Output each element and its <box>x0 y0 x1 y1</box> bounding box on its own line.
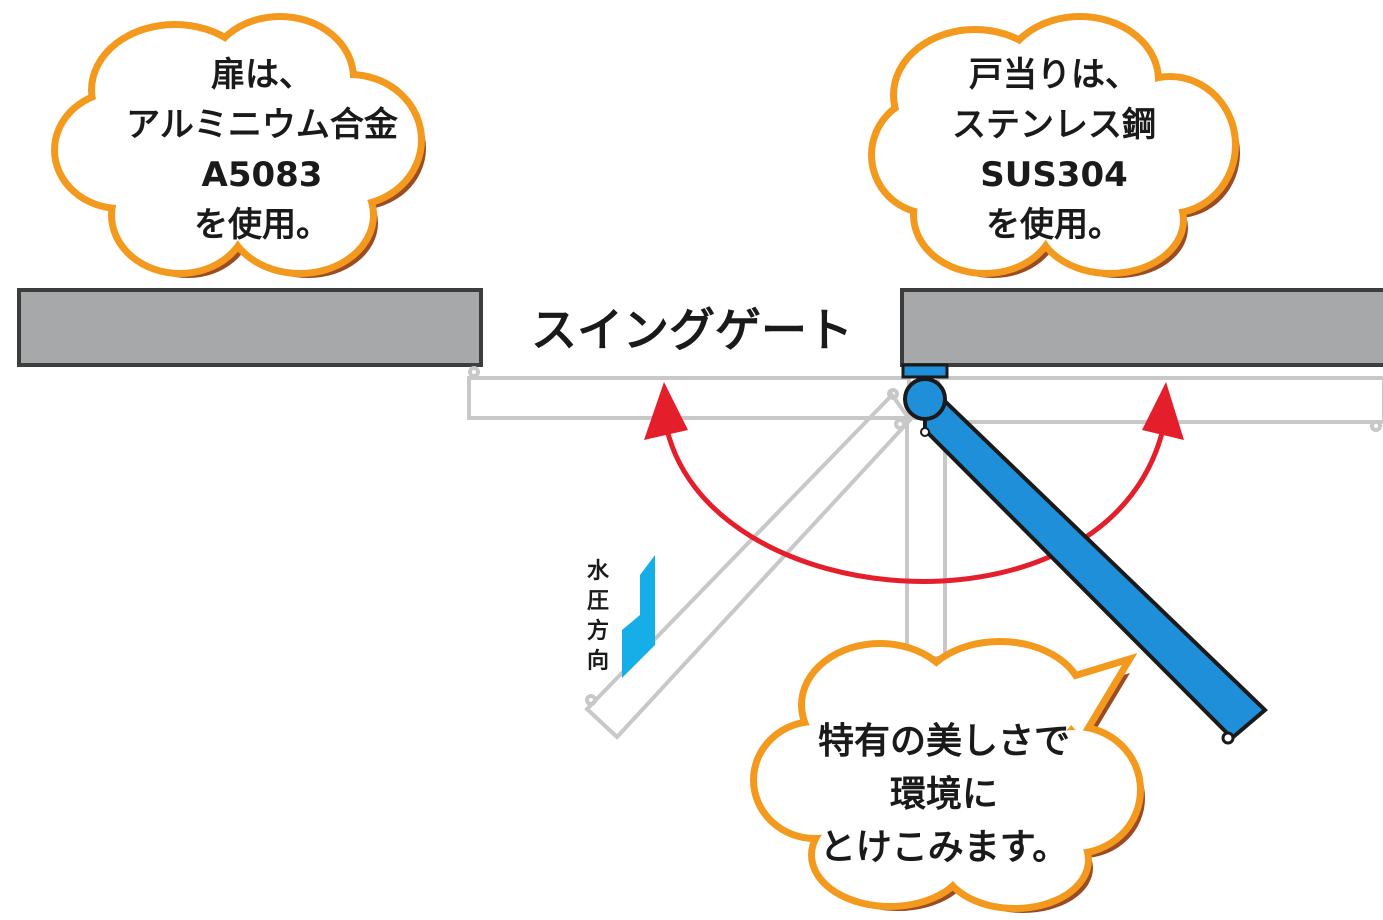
water-pressure-char-4: 向 <box>587 648 609 674</box>
diagram-title: スイングゲート <box>531 303 853 357</box>
ghost-gate-diagonal <box>584 388 913 740</box>
ghost-gate-open-vertical <box>894 416 947 660</box>
callout-stopper-line-3: SUS304 <box>980 155 1128 195</box>
swing-arc-left-arrowhead <box>644 382 688 440</box>
water-pressure-char-2: 圧 <box>587 589 609 614</box>
callout-door-line-2: アルミニウム合金 <box>126 105 399 145</box>
callout-door-line-1: 扉は、 <box>211 55 313 95</box>
left-wall <box>17 288 483 367</box>
water-pressure-arrow-icon <box>622 555 655 678</box>
ghost-gate-left-closed <box>467 366 911 420</box>
callout-door-line-3: A5083 <box>202 155 323 195</box>
callout-beauty-line-1: 特有の美しさで <box>818 721 1070 762</box>
hinge-plate <box>901 363 949 379</box>
water-pressure-char-1: 水 <box>587 559 610 584</box>
swing-arc-right-arrowhead <box>1142 382 1184 440</box>
gate-inner-pin <box>920 427 930 437</box>
callout-beauty-line-2: 環境に <box>890 774 998 815</box>
callout-door-material: 扉は、 アルミニウム合金 A5083 を使用。 <box>51 13 426 278</box>
water-pressure-char-3: 方 <box>587 618 609 644</box>
hinge-pivot <box>903 377 947 421</box>
callout-door-line-4: を使用。 <box>194 205 330 245</box>
callout-beauty-line-3: とけこみます。 <box>820 827 1068 868</box>
water-pressure-label: 水 圧 方 向 <box>587 559 610 674</box>
callout-stopper-material: 戸当りは、 ステンレス鋼 SUS304 を使用。 <box>868 13 1240 278</box>
callout-stopper-line-2: ステンレス鋼 <box>952 105 1156 145</box>
gate-end-pin <box>1221 731 1235 745</box>
callout-stopper-line-4: を使用。 <box>986 205 1122 245</box>
right-wall <box>900 288 1383 367</box>
callout-stopper-line-1: 戸当りは、 <box>969 55 1139 95</box>
swing-arc <box>662 419 1168 584</box>
callout-beauty: 特有の美しさで 環境に とけこみます。 <box>750 638 1145 913</box>
